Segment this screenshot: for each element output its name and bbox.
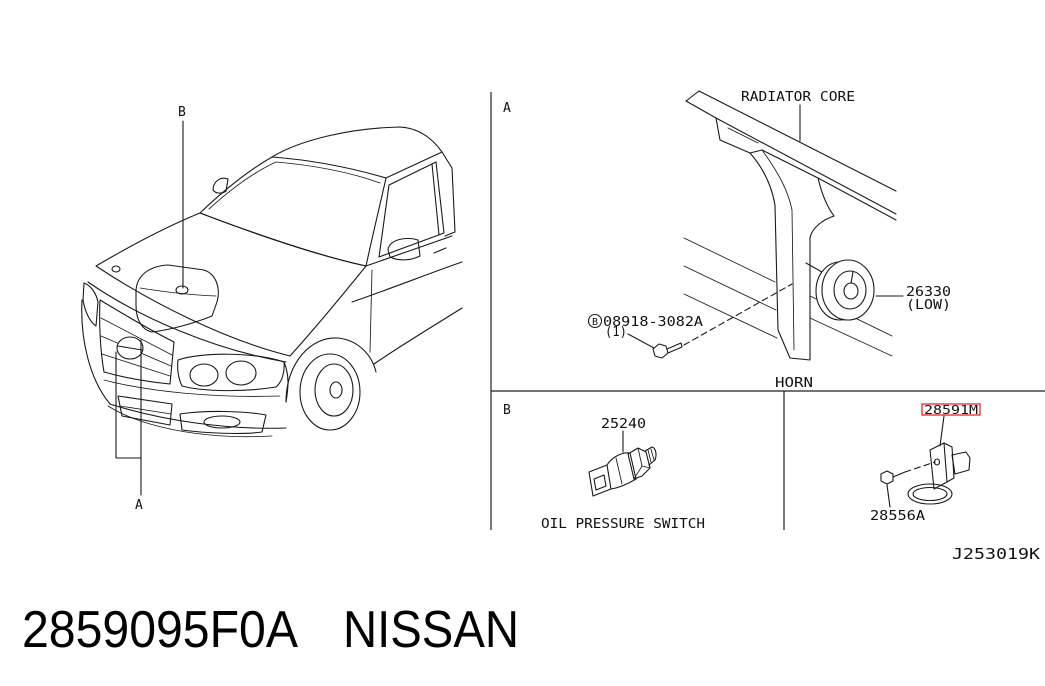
oil-pressure-switch	[588, 430, 657, 497]
headlight-lens-outer	[225, 360, 257, 386]
callout-a-leader	[115, 339, 142, 496]
screw-part-number: 28556A	[870, 509, 925, 524]
panel-b-oil-pressure: B 25240 OIL PRESSURE SWITCH 28591M	[503, 403, 981, 532]
car-rocker	[373, 307, 463, 365]
callout-a-label: A	[135, 498, 143, 513]
engine-reservoir	[135, 264, 219, 333]
car-callouts: B A	[115, 105, 186, 513]
horn-unit	[805, 259, 904, 321]
bolt-part-number: 08918-3082A	[603, 315, 703, 330]
core-support-vertical-flange	[761, 149, 795, 351]
horn-inner-ring	[833, 270, 867, 310]
horn-caption: HORN	[775, 376, 813, 391]
screw-shaft	[892, 471, 906, 478]
core-support-top-edge	[698, 90, 897, 192]
bracket-ring-outer	[907, 483, 953, 505]
switch-body-ring	[615, 457, 623, 485]
bracket-ring-inner	[912, 486, 948, 502]
horn-part-number: 26330	[906, 285, 951, 300]
horn-bolt	[627, 283, 793, 359]
bracket-tab	[951, 451, 971, 475]
screw-hex-head	[880, 470, 894, 485]
core-support-vertical-member	[749, 152, 835, 361]
switch-thread-lines	[647, 448, 655, 463]
car-far-headlight	[82, 282, 99, 327]
bolt-marker-letter: B	[592, 317, 598, 328]
panel-frame	[490, 92, 1045, 530]
car-lower-intake	[117, 395, 173, 426]
bracket-part-number: 28591M	[924, 403, 978, 417]
footer-brand: NISSAN	[343, 601, 519, 659]
nissan-emblem-bar	[117, 345, 143, 351]
car-door-beltline	[365, 235, 453, 267]
footer-part-number: 2859095F0A	[22, 601, 298, 659]
car-rear-quarter	[441, 151, 456, 237]
bolt-quantity: (1)	[605, 325, 627, 340]
car-door-handle	[433, 247, 447, 254]
car-far-mirror	[212, 177, 229, 194]
radiator-core-label: RADIATOR CORE	[741, 90, 855, 105]
washer-nozzle	[111, 265, 121, 273]
core-support-slot	[727, 127, 759, 144]
car-door-front-edge	[369, 269, 373, 353]
car-windshield-inner-edge	[208, 161, 381, 210]
switch-bracket	[880, 415, 971, 508]
switch-part-number: 25240	[601, 417, 646, 432]
figure-code: J253019K	[952, 545, 1040, 563]
car-front-rim	[314, 363, 354, 417]
headlight-lens-inner	[189, 363, 219, 387]
horn-terminal	[850, 271, 854, 284]
switch-connector-slot	[593, 474, 607, 491]
bolt-install-path	[683, 283, 793, 346]
callout-b-label: B	[178, 105, 186, 120]
car-bumper-crease	[103, 379, 281, 397]
switch-thread	[644, 446, 657, 466]
bracket-leader	[939, 415, 945, 447]
radiator-core-support	[683, 90, 897, 361]
bolt-leader	[627, 333, 655, 349]
car-near-headlight	[177, 353, 285, 392]
car-side-window	[378, 161, 445, 258]
bolt-shaft	[666, 342, 683, 354]
car-front-tire	[299, 353, 361, 431]
screw-leader	[886, 484, 891, 508]
panel-a-horn: A RADIATOR CORE 26330 (LOW)	[503, 90, 951, 391]
core-support-lower-flange	[715, 117, 897, 221]
bracket-part-highlight-box	[921, 403, 981, 416]
footer: 2859095F0A NISSAN	[22, 601, 519, 659]
switch-hex-facets	[633, 447, 651, 480]
car-grille	[99, 299, 175, 385]
fog-light-lens	[203, 415, 241, 429]
car-wheel-hub	[329, 381, 343, 399]
car-roof	[271, 126, 443, 179]
core-support-gusset	[817, 177, 835, 217]
car-b-pillar	[431, 163, 440, 236]
car-intake-slat	[119, 405, 172, 415]
reservoir-cap	[175, 285, 189, 295]
switch-caption: OIL PRESSURE SWITCH	[541, 517, 705, 532]
car-illustration	[81, 126, 463, 438]
core-support-end	[685, 90, 700, 102]
screw-install-path	[904, 461, 936, 473]
car-wheel-arch	[285, 337, 377, 403]
panel-b-label: B	[503, 403, 511, 418]
car-side-mirror	[387, 237, 421, 261]
switch-body	[606, 452, 637, 490]
horn-front-housing	[821, 259, 875, 321]
horn-variant: (LOW)	[906, 298, 951, 313]
background-member-lines	[683, 237, 893, 357]
panel-a-label: A	[503, 101, 511, 116]
car-front-lip	[107, 405, 273, 438]
bolt-marker-circle	[587, 313, 603, 329]
car-fog-light	[179, 410, 267, 435]
car-side-crease	[351, 261, 463, 303]
